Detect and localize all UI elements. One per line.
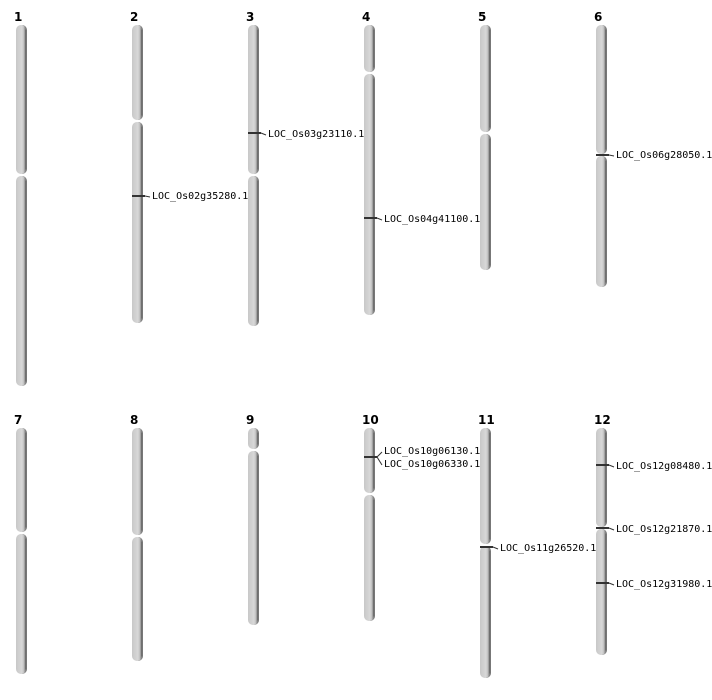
chromosome-2-long-arm [132,122,142,323]
chromosome-8-long-arm [132,537,142,661]
chromosome-5-long-arm [480,134,490,270]
gene-connector [492,546,499,550]
chromosome-label: 5 [478,10,487,24]
gene-marker [480,546,493,548]
chromosome-6-short-arm [596,25,606,154]
gene-label: LOC_Os12g21870.1 [616,524,712,535]
chromosome-12-short-arm [596,428,606,527]
chromosome-label: 2 [130,10,139,24]
chromosome-12-long-arm [596,529,606,655]
chromosome-label: 10 [362,413,379,427]
chromosome-label: 7 [14,413,23,427]
gene-label: LOC_Os06g28050.1 [616,150,712,161]
chromosome-1-long-arm [16,176,26,386]
chromosome-7-short-arm [16,428,26,532]
chromosome-10-long-arm [364,495,374,621]
chromosome-11-short-arm [480,428,490,544]
gene-label: LOC_Os10g06130.1 [384,446,481,457]
chromosome-label: 12 [594,413,611,427]
chromosome-3-short-arm [248,25,258,174]
gene-marker [248,132,261,134]
chromosome-7-long-arm [16,534,26,674]
chromosome-9-long-arm [248,451,258,625]
chromosome-label: 6 [594,10,603,24]
gene-connector [608,582,615,586]
chromosome-4-long-arm [364,74,374,315]
chromosome-5-short-arm [480,25,490,132]
chromosome-6-long-arm [596,156,606,287]
gene-connector [260,132,267,136]
gene-connector [376,451,383,458]
gene-marker [596,464,609,466]
gene-label: LOC_Os12g08480.1 [616,461,712,472]
chromosome-label: 3 [246,10,255,24]
chromosome-label: 8 [130,413,139,427]
gene-connector [376,456,383,466]
chromosome-label: 11 [478,413,495,427]
gene-label: LOC_Os10g06330.1 [384,459,481,470]
gene-connector [144,195,151,198]
gene-connector [608,154,615,157]
chromosome-4-short-arm [364,25,374,72]
gene-marker [596,154,609,156]
gene-marker [596,582,609,584]
gene-connector [608,464,615,468]
chromosome-3-long-arm [248,176,258,326]
chromosome-8-short-arm [132,428,142,535]
chromosome-2-short-arm [132,25,142,120]
gene-marker [596,527,609,529]
gene-label: LOC_Os11g26520.1 [500,543,597,554]
chromosome-10-short-arm [364,428,374,493]
gene-label: LOC_Os02g35280.1 [152,191,249,202]
gene-label: LOC_Os03g23110.1 [268,129,365,140]
gene-connector [608,527,615,531]
gene-connector [376,217,383,221]
gene-marker [364,217,377,219]
chromosome-11-long-arm [480,546,490,678]
chromosome-1-short-arm [16,25,26,174]
gene-label: LOC_Os12g31980.1 [616,579,712,590]
chromosome-label: 4 [362,10,371,24]
gene-marker [132,195,145,197]
gene-marker [364,456,377,458]
gene-label: LOC_Os04g41100.1 [384,214,481,225]
chromosome-label: 1 [14,10,23,24]
chromosome-9-short-arm [248,428,258,449]
chromosome-label: 9 [246,413,255,427]
